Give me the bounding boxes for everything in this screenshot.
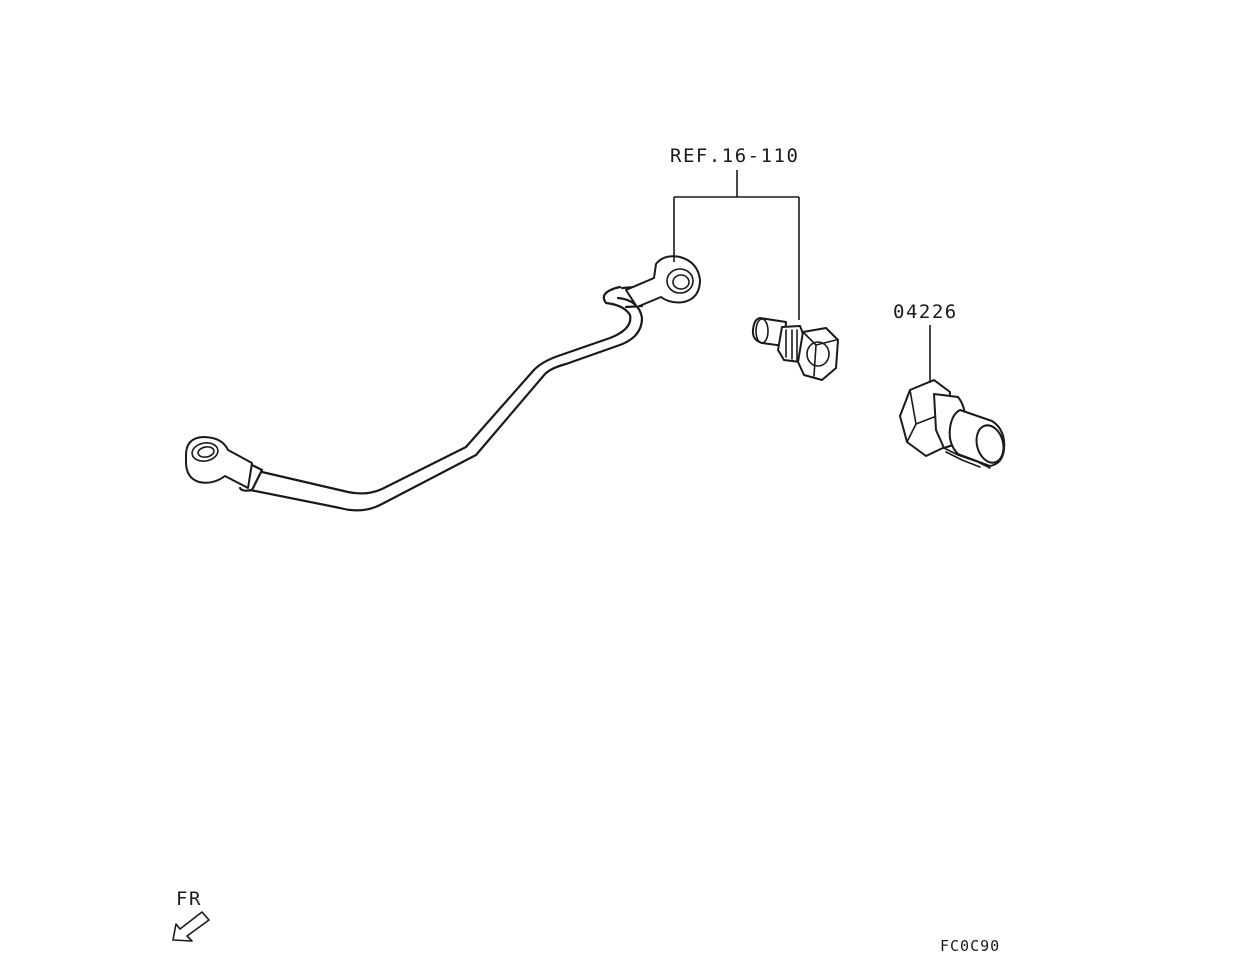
- pipe-sleeve-left: [238, 461, 264, 492]
- union-bolt: [751, 317, 839, 381]
- pipe-body-inner: [248, 296, 644, 512]
- ref-bracket-leader: [673, 170, 800, 320]
- right-banjo-eye: [625, 255, 701, 308]
- front-direction-arrow-icon: [172, 911, 210, 942]
- front-orientation-label: FR: [176, 888, 202, 910]
- ref-callout-label: REF.16-110: [670, 145, 799, 167]
- sensor-04226: [899, 379, 1006, 469]
- part-number-callout-label: 04226: [893, 301, 958, 323]
- figure-code: FC0C90: [940, 937, 1000, 955]
- pipe-body-outer: [260, 285, 632, 495]
- left-banjo-eye: [185, 436, 253, 489]
- pipe-assembly: [185, 255, 701, 512]
